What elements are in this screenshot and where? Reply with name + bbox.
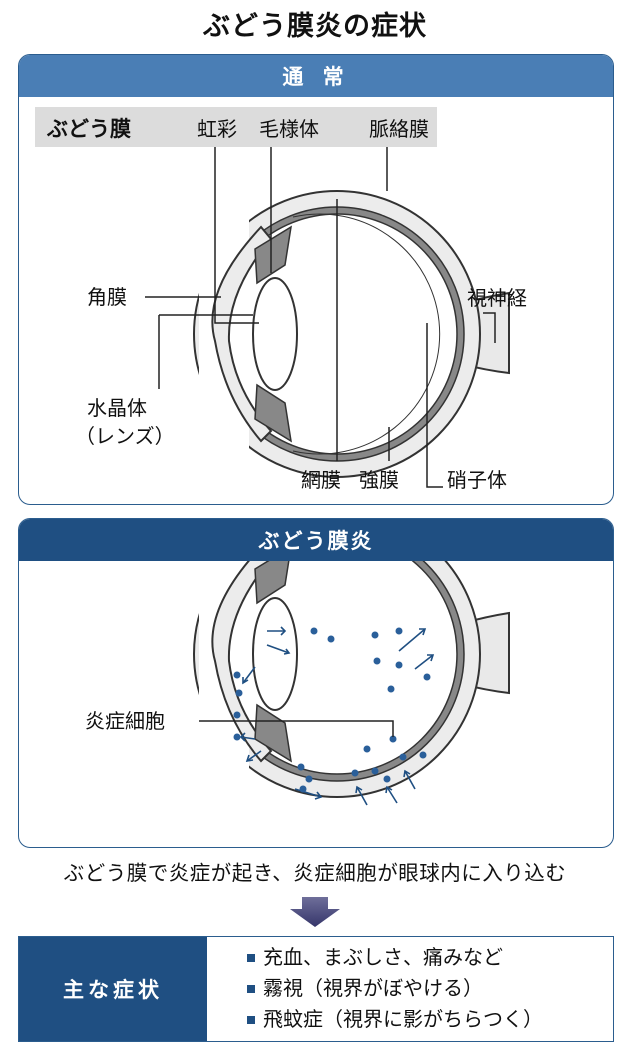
symptom-item: 霧視（視界がぼやける） [247,973,613,1004]
bullet-icon [247,984,255,993]
label-iris: 虹彩 [197,117,237,141]
normal-panel-header: 通 常 [19,55,613,97]
lens [252,277,298,391]
label-vitreous: 硝子体 [447,468,507,492]
normal-eye-panel: 通 常 [18,54,614,505]
iris-upper [254,225,292,285]
down-arrow-icon [290,897,340,927]
symptoms-box: 主な症状 充血、まぶしさ、痛みなど 霧視（視界がぼやける） 飛蚊症（視界に影がち… [18,936,614,1042]
label-lens: 水晶体 [87,396,147,420]
bullet-icon [247,1015,255,1024]
uvea-label-bg [35,107,437,147]
symptoms-label: 主な症状 [19,937,207,1041]
uveitis-eye-panel: ぶどう膜炎 [18,518,614,848]
retina-line [292,213,441,455]
symptom-item: 充血、まぶしさ、痛みなど [247,942,613,973]
label-retina: 網膜 [301,468,341,492]
label-optic-nerve: 視神経 [467,286,527,310]
uvea-label: ぶどう膜 [46,117,131,141]
iris-lower [254,383,292,443]
label-inflammatory-cells: 炎症細胞 [85,709,165,733]
cornea [211,225,273,443]
label-cornea: 角膜 [87,285,127,309]
uveitis-eye-diagram: 炎症細胞 [85,561,510,811]
label-ciliary-body: 毛様体 [259,117,319,141]
cells-leader-line [199,720,394,737]
label-lens-sub: （レンズ） [75,424,175,448]
uveitis-panel-header: ぶどう膜炎 [19,519,613,561]
symptoms-list: 充血、まぶしさ、痛みなど 霧視（視界がぼやける） 飛蚊症（視界に影がちらつく） [207,937,613,1041]
label-sclera: 強膜 [359,468,399,492]
leader-lines [145,147,496,488]
inflammatory-cells [233,627,431,793]
bullet-icon [247,953,255,962]
eye-anatomy [193,181,510,491]
label-choroid: 脈絡膜 [369,117,429,141]
eye-anatomy-inflamed [193,561,510,811]
caption: ぶどう膜で炎症が起き、炎症細胞が眼球内に入り込む [63,861,567,885]
page-title: ぶどう膜炎の症状 [203,11,427,42]
normal-eye-diagram: ぶどう膜 虹彩 毛様体 脈絡膜 視神経 角膜 水晶体 （レンズ） 網膜 強膜 硝… [35,107,527,492]
symptom-item: 飛蚊症（視界に影がちらつく） [247,1004,613,1035]
inflammation-arrows [239,626,435,806]
